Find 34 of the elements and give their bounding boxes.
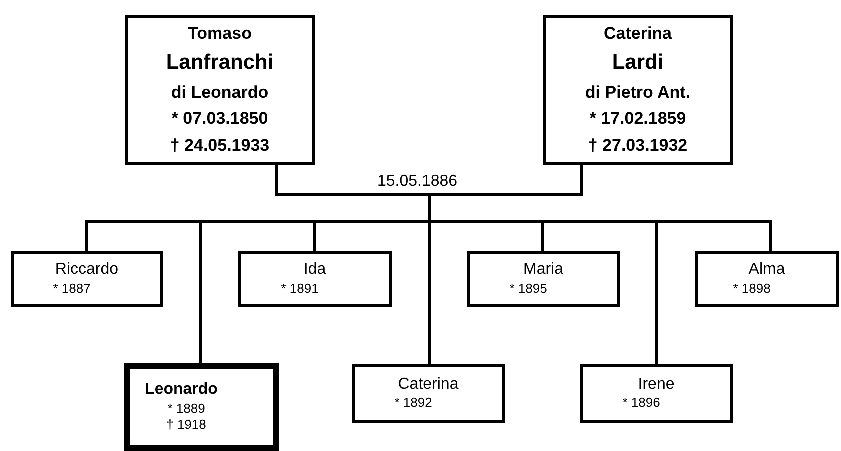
surname: Lanfranchi (166, 50, 274, 76)
death-date: † 24.05.1933 (170, 134, 270, 157)
death-date: † 27.03.1932 (588, 134, 688, 157)
first-name: Caterina (604, 23, 672, 46)
birth-year: * 1891 (281, 280, 319, 298)
surname: Lardi (612, 50, 664, 76)
first-name: Tomaso (188, 23, 252, 46)
parent-box (125, 15, 315, 165)
birth-date: * 07.03.1850 (172, 108, 268, 130)
child-name: Riccardo (55, 260, 119, 280)
child-name: Maria (523, 260, 564, 280)
death-year: † 1918 (166, 417, 206, 434)
parent-box (543, 15, 733, 165)
child-box (580, 364, 733, 423)
birth-year: * 1887 (53, 280, 91, 298)
child-box (352, 364, 505, 423)
child-box (11, 251, 163, 307)
child-name: Alma (748, 260, 786, 280)
birth-year: * 1892 (394, 395, 432, 412)
child-box (238, 251, 392, 307)
child-name: Leonardo (145, 380, 218, 400)
birth-date: * 17.02.1859 (590, 108, 686, 130)
birth-year: * 1896 (622, 395, 660, 412)
birth-year: * 1898 (733, 280, 771, 298)
child-box (124, 363, 279, 451)
birth-year: * 1895 (510, 280, 548, 298)
child-box (695, 251, 839, 307)
child-name: Irene (638, 374, 675, 395)
child-box (467, 251, 620, 307)
child-name: Caterina (398, 374, 459, 395)
child-name: Ida (304, 260, 326, 280)
birth-year: * 1889 (168, 400, 206, 418)
father-name: di Pietro Ant. (585, 82, 691, 104)
father-name: di Leonardo (171, 82, 269, 104)
